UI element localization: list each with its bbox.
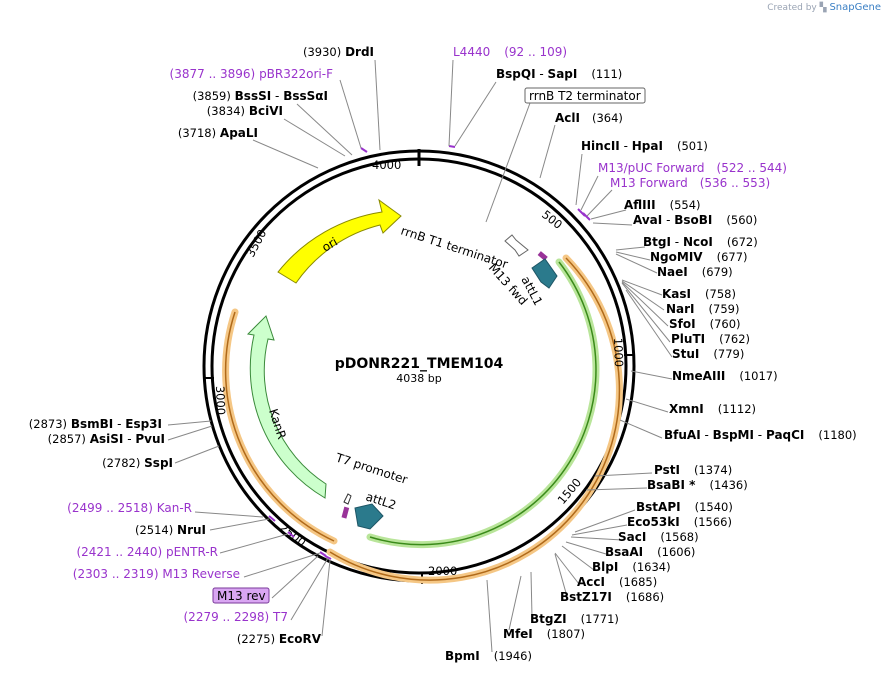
callout-rrnb-t2-box [524,87,646,104]
callout-saci: SacI(1568) [618,530,699,544]
feature-rrnb-t1-arrow [504,234,529,257]
callout-btgi-ncoi: BtgI - NcoI(672) [643,235,758,249]
plasmid-name: pDONR221_TMEM104 [335,356,504,372]
feature-attl1-arrow [531,258,558,289]
callout-eco53ki: Eco53kI(1566) [627,515,732,529]
tick-label-4000: 4000 [372,158,401,172]
callout-mfei: MfeI(1807) [503,627,585,641]
callout-sspi: (2782) SspI [102,456,173,470]
credit-brand: SnapGene [829,2,881,13]
tick-label-2000: 2000 [428,564,457,578]
callout-bsssi-bsssai: (3859) BssSI - BssSαI [193,89,328,103]
plasmid-length: 4038 bp [396,372,441,385]
feature-attl2-arrow [354,503,384,530]
credit-prefix: Created by [767,3,817,13]
callout-m13-rev: M13 rev [217,589,266,603]
leader-lines [167,59,673,653]
feature-ori-arrow [277,198,402,284]
callout-blpi: BlpI(1634) [592,560,671,574]
callout-bstapi: BstAPI(1540) [636,500,733,514]
callout-pluti: PluTI(762) [671,332,750,346]
callout-avai-bsobi: AvaI - BsoBI(560) [633,213,757,227]
tick-label-3500: 3500 [243,227,269,259]
callout-pentr-r: (2421 .. 2440) pENTR-R [76,545,218,559]
feature-m13-rev-mark [341,506,350,519]
callout-naei: NaeI(679) [657,265,733,279]
callout-kan-r: (2499 .. 2518) Kan-R [67,501,192,515]
callout-nrui: (2514) NruI [135,523,206,537]
callout-acli: AclI(364) [555,111,623,125]
callout-bfuai-bspmi-paqci: BfuAI - BspMI - PaqCI(1180) [664,428,857,442]
callout-bcivi: (3834) BciVI [207,104,283,118]
callout-bpmi: BpmI(1946) [445,649,532,663]
callout-rrnb-t2: rrnB T2 terminator [529,89,641,103]
tick-label-1000: 1000 [611,338,626,368]
orange-band-left-line [224,311,335,542]
callout-bsaai: BsaAI(1606) [605,545,695,559]
feature-kanr-arrow [246,315,327,499]
tick-label-500: 500 [539,207,565,232]
callout-pbr322ori-f: (3877 .. 3896) pBR322ori-F [170,67,334,81]
callout-xmni: XmnI(1112) [669,402,756,416]
callout-bsabi: BsaBI *(1436) [647,478,748,492]
callout-btgzi: BtgZI(1771) [530,612,619,626]
callout-m13-rev-box [212,587,270,604]
callout-bsmbi-esp3i: (2873) BsmBI - Esp3I [29,417,162,431]
callout-m13-puc-forward: M13/pUC Forward(522 .. 544) [598,161,787,175]
callout-drdi: (3930) DrdI [303,45,374,59]
callout-l4440: L4440(92 .. 109) [453,45,567,59]
callout-acci: AccI(1685) [577,575,657,589]
snapgene-credit: Created by ▚ SnapGene [767,2,881,13]
feature-ori-label: ori [319,235,340,255]
callout-stui: StuI(779) [672,347,744,361]
callout-apali: (3718) ApaLI [178,126,258,140]
callout-hincii-hpai: HincII - HpaI(501) [581,139,708,153]
callout-bspqi-sapi: BspQI - SapI(111) [496,67,622,81]
feature-m13-fwd-mark [537,251,548,261]
feature-t7-promoter-label: T7 promoter [333,450,409,487]
callout-asisi-pvui: (2857) AsiSI - PvuI [48,432,165,446]
callout-labels: (3930) DrdI L4440(92 .. 109) (3877 .. 38… [29,45,857,663]
callout-nmeaiii: NmeAIII(1017) [672,369,778,383]
green-band-right-line [369,261,597,546]
callout-m13-forward: M13 Forward(536 .. 553) [610,176,770,190]
primer-marks [268,145,591,560]
callout-sfoi: SfoI(760) [669,317,741,331]
callout-bstz17i: BstZ17I(1686) [560,590,664,604]
callout-t7: (2279 .. 2298) T7 [184,610,289,624]
callout-afliii: AflIII(554) [624,198,701,212]
callout-ngomiv: NgoMIV(677) [650,250,748,264]
snapgene-logo-icon: ▚ [819,3,827,13]
callout-m13-reverse: (2303 .. 2319) M13 Reverse [73,567,240,581]
callout-kasi: KasI(758) [662,287,736,301]
orange-band-right-line [329,257,621,581]
feature-t7-promoter-arrow [343,493,352,505]
callout-ecorv: (2275) EcoRV [237,632,322,646]
tick-label-3000: 3000 [213,386,228,416]
callout-psti: PstI(1374) [654,463,732,477]
callout-nari: NarI(759) [666,302,739,316]
